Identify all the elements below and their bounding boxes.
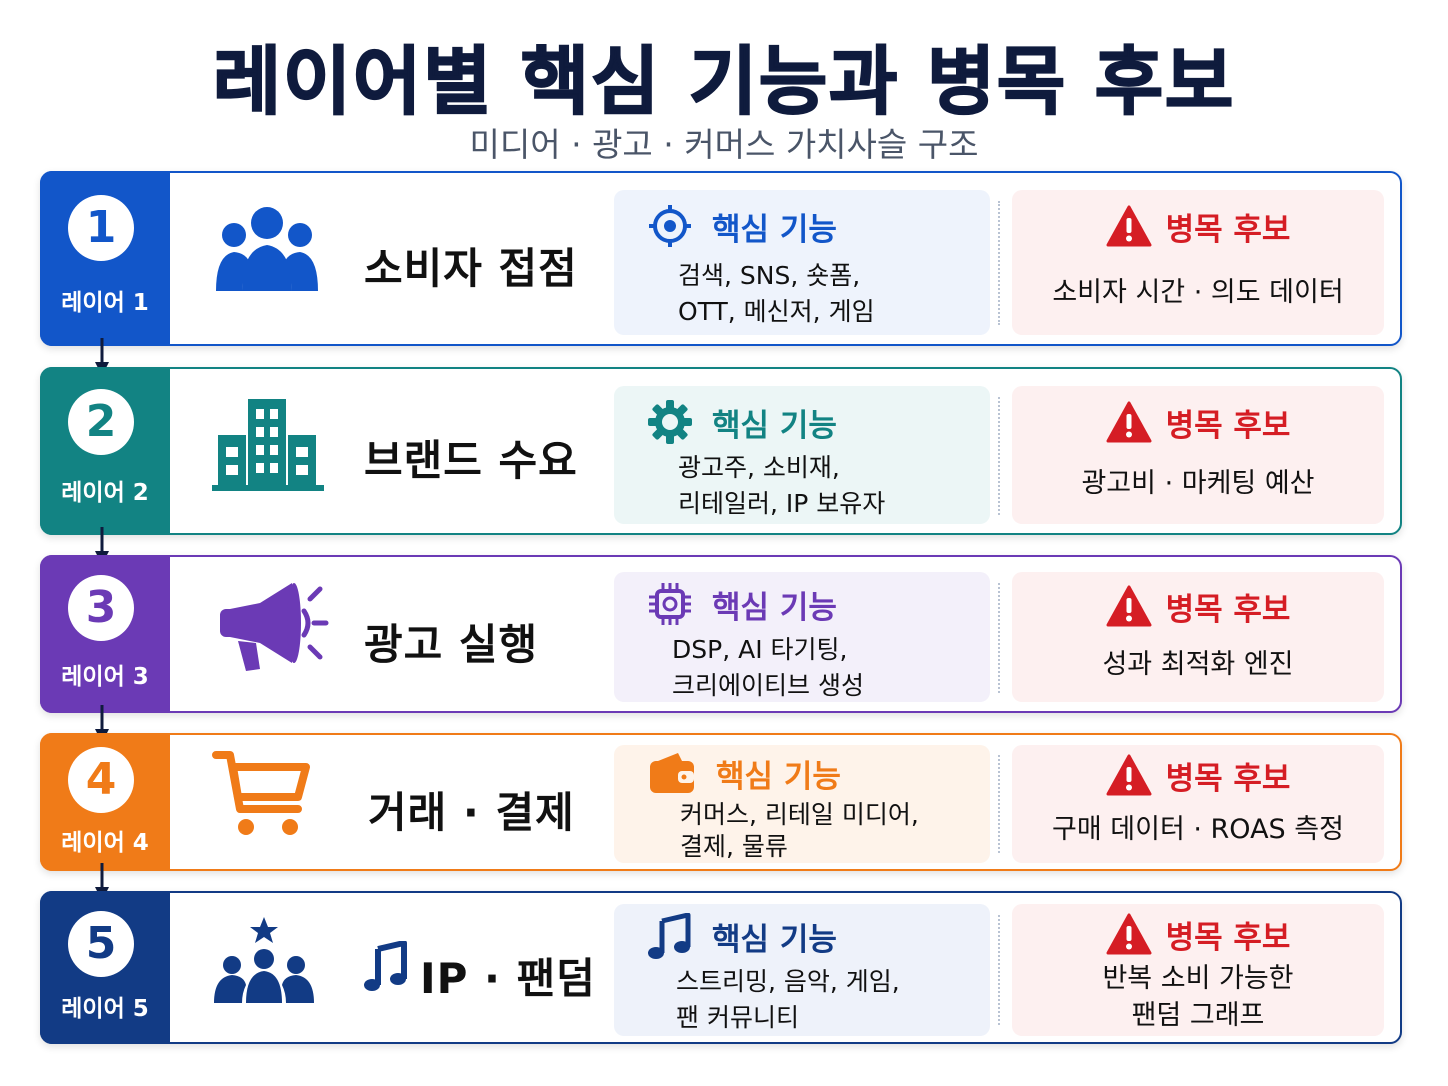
layer-badge: 5 레이어 5 bbox=[40, 891, 170, 1044]
warning-icon bbox=[1106, 585, 1152, 627]
warning-icon bbox=[1106, 754, 1152, 796]
layer-name: 광고 실행 bbox=[364, 620, 539, 669]
warning-icon bbox=[1106, 205, 1152, 247]
feature-text: 검색, SNS, 숏폼, OTT, 메신저, 게임 bbox=[678, 261, 875, 326]
layer-label: 레이어 1 bbox=[61, 290, 149, 316]
layer-name: 브랜드 수요 bbox=[364, 436, 578, 485]
layer-number: 5 bbox=[68, 911, 134, 977]
bottleneck-heading: 병목 후보 bbox=[1165, 211, 1291, 248]
page-title: 레이어별 핵심 기능과 병목 후보 bbox=[212, 38, 1236, 126]
layer-name: IP · 팬덤 bbox=[420, 954, 596, 1003]
bottleneck-panel: 병목 후보 반복 소비 가능한 팬덤 그래프 bbox=[1012, 904, 1384, 1036]
layer-label: 레이어 5 bbox=[61, 996, 149, 1022]
layer-number: 3 bbox=[68, 575, 134, 641]
feature-panel: 핵심 기능 스트리밍, 음악, 게임, 팬 커뮤니티 bbox=[614, 904, 990, 1036]
layer-name: 소비자 접점 bbox=[364, 244, 578, 293]
feature-panel: 핵심 기능 커머스, 리테일 미디어, 결제, 물류 bbox=[614, 745, 990, 863]
bottleneck-panel: 병목 후보 소비자 시간 · 의도 데이터 bbox=[1012, 190, 1384, 335]
megaphone-icon bbox=[212, 579, 330, 679]
bottleneck-text: 반복 소비 가능한 팬덤 그래프 bbox=[1102, 963, 1294, 1031]
feature-text: DSP, AI 타기팅, 크리에이티브 생성 bbox=[672, 635, 864, 700]
feature-text: 스트리밍, 음악, 게임, 팬 커뮤니티 bbox=[676, 967, 900, 1032]
feature-heading: 핵심 기능 bbox=[712, 211, 837, 248]
layer-badge: 3 레이어 3 bbox=[40, 555, 170, 713]
divider bbox=[998, 397, 1000, 515]
feature-heading: 핵심 기능 bbox=[712, 589, 837, 626]
layer-badge: 4 레이어 4 bbox=[40, 733, 170, 871]
feature-panel: 핵심 기능 광고주, 소비재, 리테일러, IP 보유자 bbox=[614, 386, 990, 524]
fan-community-icon bbox=[212, 915, 316, 1011]
bottleneck-panel: 병목 후보 광고비 · 마케팅 예산 bbox=[1012, 386, 1384, 524]
layer-label: 레이어 4 bbox=[61, 830, 149, 856]
feature-panel: 핵심 기능 DSP, AI 타기팅, 크리에이티브 생성 bbox=[614, 572, 990, 702]
gear-icon bbox=[648, 400, 692, 444]
layer-label: 레이어 3 bbox=[61, 664, 149, 690]
layer-number: 4 bbox=[68, 747, 134, 813]
wallet-icon bbox=[650, 753, 694, 793]
divider bbox=[998, 915, 1000, 1025]
people-group-icon bbox=[212, 205, 322, 299]
feature-heading: 핵심 기능 bbox=[712, 921, 837, 958]
bottleneck-heading: 병목 후보 bbox=[1165, 919, 1291, 956]
layer-number: 2 bbox=[68, 389, 134, 455]
bottleneck-heading: 병목 후보 bbox=[1165, 591, 1291, 628]
divider bbox=[998, 583, 1000, 693]
music-note-icon bbox=[648, 913, 691, 959]
divider bbox=[998, 755, 1000, 853]
feature-heading: 핵심 기능 bbox=[712, 407, 837, 444]
bottleneck-text: 구매 데이터 · ROAS 측정 bbox=[1052, 814, 1344, 845]
layer-name: 거래 · 결제 bbox=[368, 788, 575, 837]
warning-icon bbox=[1106, 913, 1152, 955]
bottleneck-panel: 병목 후보 구매 데이터 · ROAS 측정 bbox=[1012, 745, 1384, 863]
layer-card-5: 5 레이어 5 IP · 팬덤 핵심 기능 bbox=[40, 891, 1402, 1044]
bottleneck-text: 소비자 시간 · 의도 데이터 bbox=[1052, 277, 1344, 308]
feature-heading: 핵심 기능 bbox=[716, 758, 841, 795]
layer-card-2: 2 레이어 2 브랜드 수요 bbox=[40, 367, 1402, 535]
shopping-cart-icon bbox=[212, 747, 312, 843]
bottleneck-heading: 병목 후보 bbox=[1165, 760, 1291, 797]
bottleneck-text: 광고비 · 마케팅 예산 bbox=[1081, 468, 1315, 499]
bottleneck-panel: 병목 후보 성과 최적화 엔진 bbox=[1012, 572, 1384, 702]
page-subtitle: 미디어 · 광고 · 커머스 가치사슬 구조 bbox=[469, 125, 979, 164]
target-icon bbox=[649, 205, 691, 247]
layer-card-4: 4 레이어 4 거래 · 결제 핵심 기능 커머스, 리테일 미디어, 결제, … bbox=[40, 733, 1402, 871]
layer-badge: 1 레이어 1 bbox=[40, 171, 170, 346]
layer-label: 레이어 2 bbox=[61, 480, 149, 506]
buildings-icon bbox=[212, 395, 324, 497]
divider bbox=[998, 201, 1000, 325]
feature-text: 광고주, 소비재, 리테일러, IP 보유자 bbox=[678, 453, 886, 518]
bottleneck-text: 성과 최적화 엔진 bbox=[1102, 649, 1294, 680]
feature-panel: 핵심 기능 검색, SNS, 숏폼, OTT, 메신저, 게임 bbox=[614, 190, 990, 335]
layer-badge: 2 레이어 2 bbox=[40, 367, 170, 535]
layer-card-3: 3 레이어 3 광고 실행 bbox=[40, 555, 1402, 713]
bottleneck-heading: 병목 후보 bbox=[1165, 407, 1291, 444]
layer-number: 1 bbox=[68, 195, 134, 261]
warning-icon bbox=[1106, 401, 1152, 443]
music-note-icon bbox=[364, 941, 407, 991]
layer-card-1: 1 레이어 1 소비자 접점 핵심 기능 검색, SNS, 숏폼, bbox=[40, 171, 1402, 346]
chip-icon bbox=[649, 583, 691, 625]
feature-text: 커머스, 리테일 미디어, 결제, 물류 bbox=[680, 800, 919, 861]
